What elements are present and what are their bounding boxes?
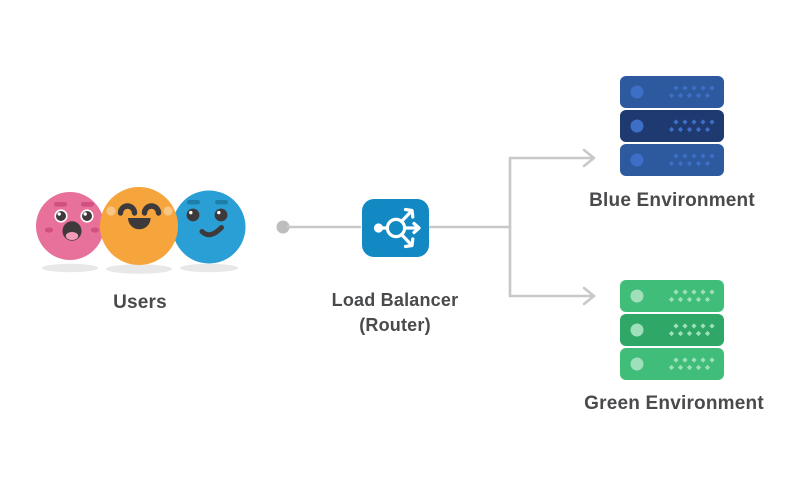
load-balancer-label-line1: Load Balancer [331, 290, 459, 310]
load-balancer-node [362, 199, 429, 257]
orange-smile-mouth [128, 218, 151, 230]
orange-happy-eyes [117, 203, 162, 216]
blue-environment-label: Blue Environment [589, 190, 755, 211]
blue-server-unit-1 [620, 76, 724, 108]
pink-tongue [65, 232, 79, 240]
pink-eye-glints [57, 212, 87, 216]
blue-eyebrows [187, 200, 228, 205]
server-led [630, 357, 644, 371]
arrowhead-blue [582, 148, 596, 168]
connector-start-dot [276, 220, 290, 234]
server-led [630, 119, 644, 133]
load-balancer-label-line2: (Router) [359, 315, 431, 335]
connectors [276, 148, 596, 306]
green-server-unit-1 [620, 280, 724, 312]
user-face-pink [36, 192, 104, 260]
user-face-blue [172, 190, 246, 264]
load-balancer-label: Load Balancer (Router) [315, 288, 475, 338]
user-face-orange [100, 187, 178, 265]
users-label: Users [113, 292, 167, 313]
green-server-unit-3 [620, 348, 724, 380]
server-led [630, 323, 644, 337]
green-environment-label: Green Environment [584, 393, 764, 414]
face-shadows [42, 263, 238, 274]
orange-cheeks [106, 206, 173, 216]
users-illustration [36, 187, 246, 274]
pink-brows-cheeks [45, 202, 99, 233]
server-led [630, 85, 644, 99]
load-balancer-share-icon [373, 207, 421, 249]
blue-server-unit-2 [620, 110, 724, 142]
server-led [630, 289, 644, 303]
blue-face-body [172, 190, 246, 264]
blue-eye-glints [189, 210, 221, 215]
green-environment-rack [620, 280, 724, 380]
server-led [630, 153, 644, 167]
blue-smirk-mouth [199, 225, 224, 238]
green-server-unit-2 [620, 314, 724, 346]
blue-server-unit-3 [620, 144, 724, 176]
arrowhead-green [582, 286, 596, 306]
blue-environment-rack [620, 76, 724, 176]
